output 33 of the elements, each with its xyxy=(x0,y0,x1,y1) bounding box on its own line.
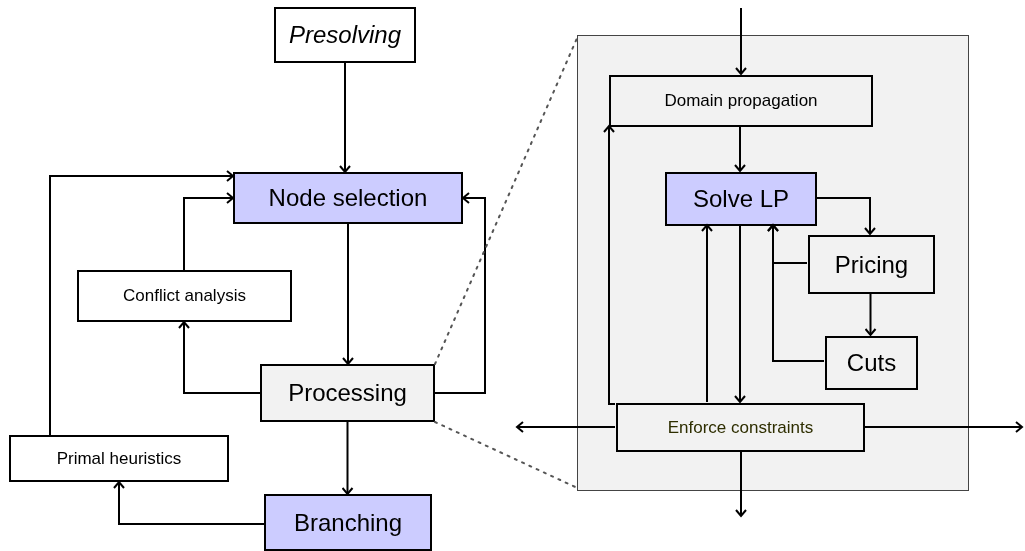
arrow xyxy=(341,421,354,495)
arrow xyxy=(735,7,747,75)
process-box: Enforce constraints xyxy=(616,403,865,452)
process-box: Processing xyxy=(260,364,435,422)
arrow xyxy=(178,321,261,394)
arrow xyxy=(701,224,713,403)
dotted-line xyxy=(434,37,578,365)
arrow xyxy=(516,421,616,433)
process-box: Cuts xyxy=(825,336,918,390)
arrow xyxy=(734,125,746,172)
process-box: Pricing xyxy=(808,235,935,294)
arrow xyxy=(434,192,486,394)
process-box: Conflict analysis xyxy=(77,270,292,322)
arrow xyxy=(603,125,616,405)
arrow xyxy=(734,224,746,403)
arrow xyxy=(863,421,1023,433)
arrow xyxy=(864,292,877,336)
arrow xyxy=(183,192,234,271)
arrow xyxy=(339,62,351,173)
process-box: Primal heuristics xyxy=(9,435,229,482)
arrow xyxy=(735,450,747,517)
process-box: Branching xyxy=(264,494,432,551)
arrow xyxy=(767,224,825,362)
arrow xyxy=(49,170,234,436)
arrow xyxy=(113,481,265,525)
process-box: Presolving xyxy=(274,7,416,63)
process-box: Solve LP xyxy=(665,172,817,226)
arrow xyxy=(342,223,354,365)
arrow xyxy=(815,197,876,235)
zoom-panel xyxy=(577,35,969,491)
process-box: Domain propagation xyxy=(609,75,873,127)
dotted-line xyxy=(434,421,578,489)
process-box: Node selection xyxy=(233,172,463,224)
